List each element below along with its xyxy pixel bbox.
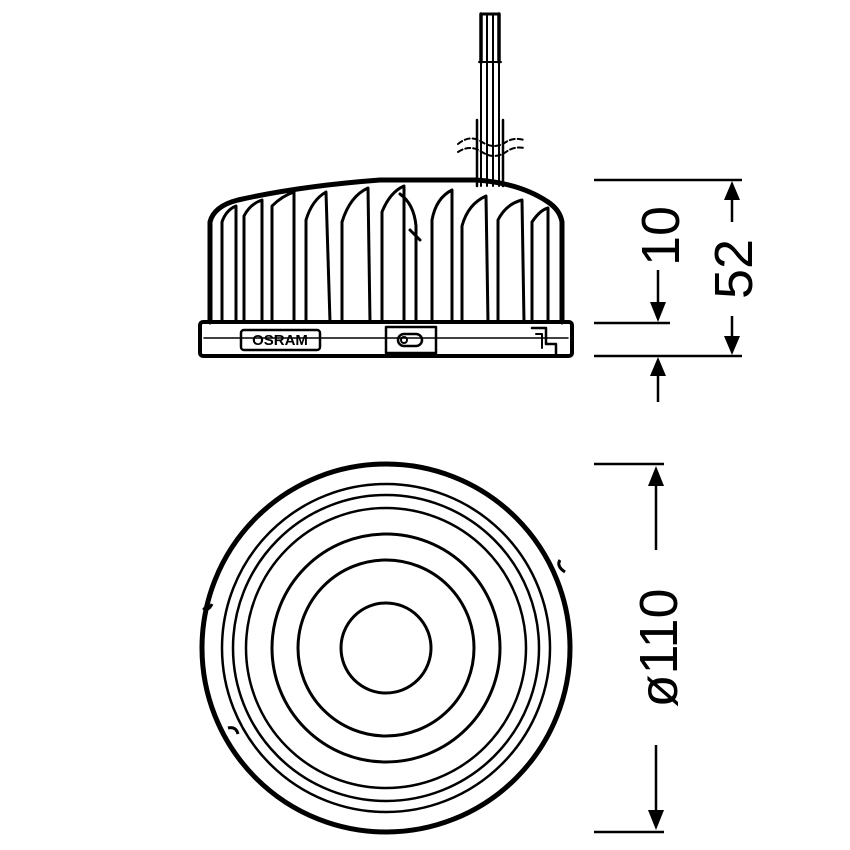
dimension-52: 52 (704, 239, 764, 299)
ring-3 (231, 493, 541, 803)
base-notch (530, 326, 558, 358)
arrow-down-icon (648, 810, 664, 830)
diameter-arrows (648, 466, 664, 830)
arrow-up-icon (650, 357, 666, 376)
connector-switch-icon (396, 332, 424, 348)
outer-ring (199, 461, 573, 835)
ring-6 (296, 558, 476, 738)
arrow-up-icon (724, 181, 740, 200)
side-view (198, 12, 574, 358)
dimension-10: 10 (631, 206, 691, 266)
heatsink-outline (207, 177, 565, 325)
brand-logo: OSRAM (252, 332, 308, 349)
bottom-view (199, 461, 573, 835)
connector-slot (384, 325, 438, 355)
arrow-up-icon (648, 466, 664, 486)
outer-notch-left (202, 603, 214, 611)
brand-plate (239, 328, 322, 352)
ring-4 (244, 506, 528, 790)
lens-center (339, 601, 433, 695)
side-dimensions (594, 178, 742, 402)
base-ring (198, 320, 574, 358)
outer-notch-bottom (227, 726, 240, 735)
arrow-down-icon (724, 336, 740, 355)
ring-5 (270, 532, 502, 764)
diameter-dimension (594, 462, 664, 834)
dimension-diameter: ø110 (629, 588, 689, 707)
outer-notch-right (557, 559, 566, 574)
arrow-down-icon (650, 302, 666, 322)
cable (457, 12, 525, 188)
heatsink-fins (220, 184, 550, 324)
dimension-arrows (650, 181, 740, 376)
ring-2 (220, 482, 552, 814)
